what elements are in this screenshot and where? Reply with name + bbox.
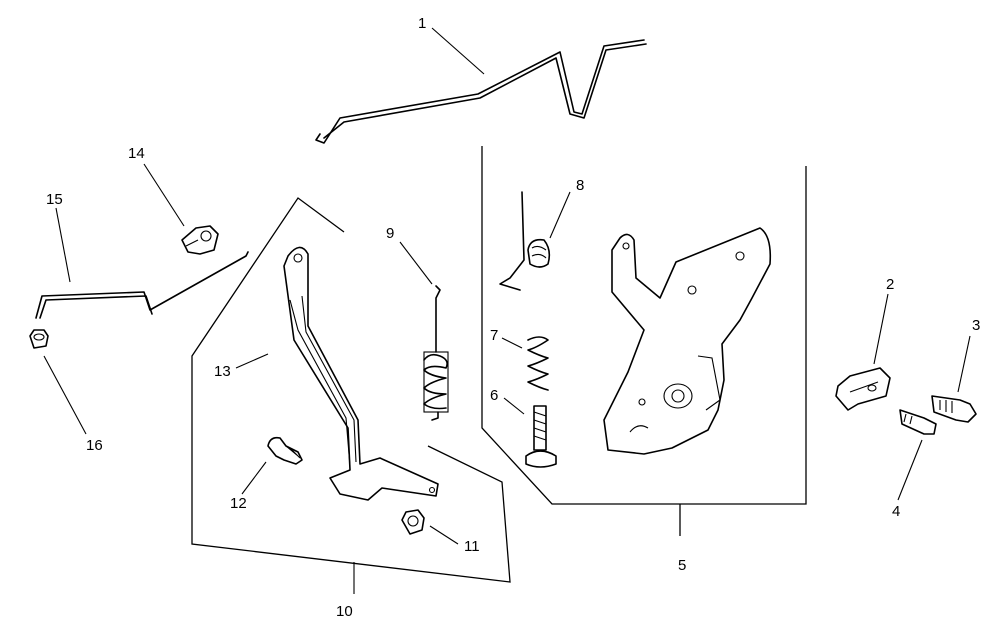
- leader-8: [549, 191, 571, 239]
- callout-2: 2: [886, 276, 894, 293]
- leader-15: [55, 207, 71, 283]
- leader-9: [399, 241, 433, 285]
- callout-7: 7: [490, 327, 498, 344]
- part-7-coil-spring[interactable]: [527, 336, 549, 391]
- leader-3: [957, 335, 971, 393]
- leader-14: [143, 163, 185, 227]
- part-9-spring[interactable]: [423, 285, 449, 421]
- leader-4: [897, 439, 923, 501]
- group-10-bracket: [191, 197, 511, 583]
- part-16-nut[interactable]: [29, 329, 49, 349]
- part-14-clip[interactable]: [181, 225, 219, 255]
- callout-12: 12: [230, 495, 247, 512]
- part-11-nut[interactable]: [401, 509, 425, 535]
- part-13-lever[interactable]: [283, 246, 439, 501]
- part-3-bolt[interactable]: [931, 395, 977, 423]
- callout-labels: 1 2 3 4 5 6 7 8 9 10 11 12 13 14 15 16: [46, 15, 980, 620]
- leader-16: [43, 355, 87, 435]
- callout-4: 4: [892, 503, 900, 520]
- leader-11: [429, 525, 459, 545]
- part-6-screw[interactable]: [525, 405, 557, 468]
- leader-2: [873, 293, 889, 365]
- callout-13: 13: [214, 363, 231, 380]
- leader-lines: [43, 27, 971, 594]
- part-12-bolt[interactable]: [267, 436, 303, 465]
- callout-16: 16: [86, 437, 103, 454]
- part-4-bolt[interactable]: [899, 409, 937, 435]
- callout-14: 14: [128, 145, 145, 162]
- leader-12: [241, 461, 267, 495]
- callout-8: 8: [576, 177, 584, 194]
- leader-1: [431, 27, 485, 75]
- part-2-clip[interactable]: [835, 367, 891, 411]
- callout-9: 9: [386, 225, 394, 242]
- leader-6: [503, 397, 525, 415]
- part-5-control-plate[interactable]: [603, 227, 772, 455]
- callout-6: 6: [490, 387, 498, 404]
- leader-13: [235, 353, 269, 369]
- callout-5: 5: [678, 557, 686, 574]
- group-5-bracket: [481, 146, 807, 536]
- part-15-choke-rod[interactable]: [35, 251, 249, 319]
- callout-1: 1: [418, 15, 426, 32]
- leader-7: [501, 337, 523, 349]
- callout-3: 3: [972, 317, 980, 334]
- callout-10: 10: [336, 603, 353, 620]
- part-1-throttle-rod[interactable]: [315, 39, 647, 144]
- part-8-torsion-spring[interactable]: [499, 191, 551, 291]
- callout-15: 15: [46, 191, 63, 208]
- callout-11: 11: [464, 538, 480, 555]
